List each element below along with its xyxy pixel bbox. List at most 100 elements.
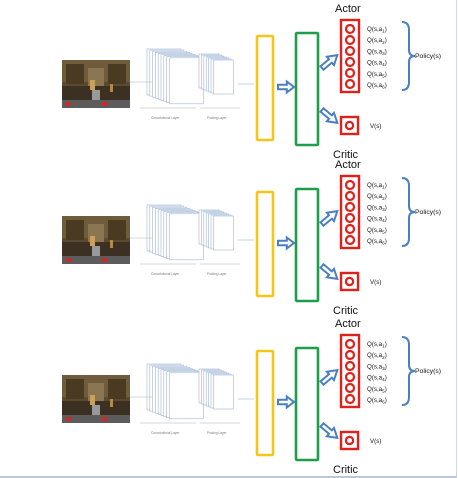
value-neuron — [344, 276, 355, 287]
feature-map — [169, 213, 204, 261]
value-label: V(s) — [370, 438, 381, 445]
torch — [110, 399, 113, 407]
player-weapon — [92, 246, 100, 256]
pool-layer-stack — [198, 368, 234, 410]
wall-panel-left — [66, 64, 84, 84]
output-neuron — [344, 349, 356, 361]
value-label: V(s) — [370, 279, 381, 286]
curly-brace-icon — [401, 177, 416, 247]
q-value-label: Q(s,a3) — [367, 204, 387, 212]
output-neuron — [344, 56, 356, 68]
output-neuron — [344, 45, 356, 57]
q-value-label: Q(s,a2) — [367, 352, 387, 360]
enemy-figure — [90, 236, 95, 246]
q-value-label: Q(s,a4) — [367, 216, 387, 224]
critic-output-head — [339, 430, 360, 451]
arrow-right-icon — [277, 79, 296, 95]
enemy-figure — [90, 395, 95, 405]
q-value-label: Q(s,a3) — [367, 48, 387, 56]
arrow-up-right-icon — [319, 53, 339, 72]
player-weapon — [92, 405, 100, 415]
dense-layer-green — [294, 31, 320, 147]
feature-map — [213, 59, 234, 95]
output-neuron — [344, 34, 356, 46]
arrow-down-right-icon — [319, 106, 339, 125]
output-neuron — [344, 212, 356, 224]
dense-layer-yellow — [255, 34, 275, 142]
actor-label: Actor — [335, 3, 361, 15]
q-value-label: Q(s,a1) — [367, 26, 387, 34]
output-neuron — [344, 234, 356, 246]
q-value-label: Q(s,a6) — [367, 238, 387, 246]
output-neuron — [344, 382, 356, 394]
arrow-down-right-icon — [319, 421, 339, 440]
output-neuron — [344, 179, 356, 191]
hud-health — [66, 102, 72, 106]
q-value-label: Q(s,a3) — [367, 363, 387, 371]
output-neuron — [344, 67, 356, 79]
output-neuron — [344, 201, 356, 213]
hud-health — [66, 258, 72, 262]
output-neuron — [344, 23, 356, 35]
critic-output-head — [339, 115, 360, 136]
q-value-label: Q(s,a5) — [367, 227, 387, 235]
value-label: V(s) — [370, 123, 381, 130]
torch — [110, 240, 113, 248]
conv-layer-stack — [146, 48, 204, 105]
dense-layer-yellow — [255, 349, 275, 457]
enemy-figure — [90, 80, 95, 90]
hud-bar — [62, 256, 130, 264]
arrow-right-icon — [277, 394, 296, 410]
conv-layer-caption: Convolutional Layer — [151, 272, 180, 276]
policy-label: Policy(s) — [415, 209, 441, 216]
arrow-up-right-icon — [319, 368, 339, 387]
arrow-right-icon — [277, 235, 296, 251]
output-neuron — [344, 190, 356, 202]
actor-output-head — [339, 18, 361, 94]
dense-layer-green — [294, 187, 320, 303]
pool-layer-caption: Pooling Layer — [207, 116, 227, 120]
output-neuron — [344, 78, 356, 90]
q-value-label: Q(s,a5) — [367, 71, 387, 79]
output-neuron — [344, 360, 356, 372]
pool-layer-caption: Pooling Layer — [207, 272, 227, 276]
wall-panel-left — [66, 220, 84, 240]
hud-armor — [102, 102, 108, 106]
output-neuron — [344, 338, 356, 350]
hud-health — [66, 417, 72, 421]
game-frame-image — [62, 216, 130, 264]
torch — [110, 84, 113, 92]
pool-layer-stack — [198, 209, 234, 251]
value-neuron — [344, 435, 355, 446]
q-value-label: Q(s,a6) — [367, 397, 387, 405]
feature-map — [213, 215, 234, 251]
q-value-label: Q(s,a1) — [367, 182, 387, 190]
policy-label: Policy(s) — [415, 53, 441, 60]
critic-output-head — [339, 271, 360, 292]
q-value-label: Q(s,a2) — [367, 37, 387, 45]
q-value-label: Q(s,a4) — [367, 60, 387, 68]
feature-map — [169, 57, 204, 105]
curly-brace-icon — [401, 21, 416, 91]
dense-layer-green — [294, 346, 320, 462]
critic-label: Critic — [333, 305, 359, 317]
actor-output-head — [339, 174, 361, 250]
dense-layer-yellow — [255, 190, 275, 298]
value-neuron — [344, 120, 355, 131]
wall-panel-left — [66, 379, 84, 399]
curly-brace-icon — [401, 336, 416, 406]
pool-layer-stack — [198, 53, 234, 95]
critic-label: Critic — [333, 464, 359, 476]
wall-panel-right — [108, 64, 126, 84]
output-neuron — [344, 223, 356, 235]
policy-label: Policy(s) — [415, 368, 441, 375]
hud-bar — [62, 415, 130, 423]
feature-map — [213, 374, 234, 410]
hud-armor — [102, 258, 108, 262]
critic-label: Critic — [333, 149, 359, 161]
arrow-down-right-icon — [319, 262, 339, 281]
